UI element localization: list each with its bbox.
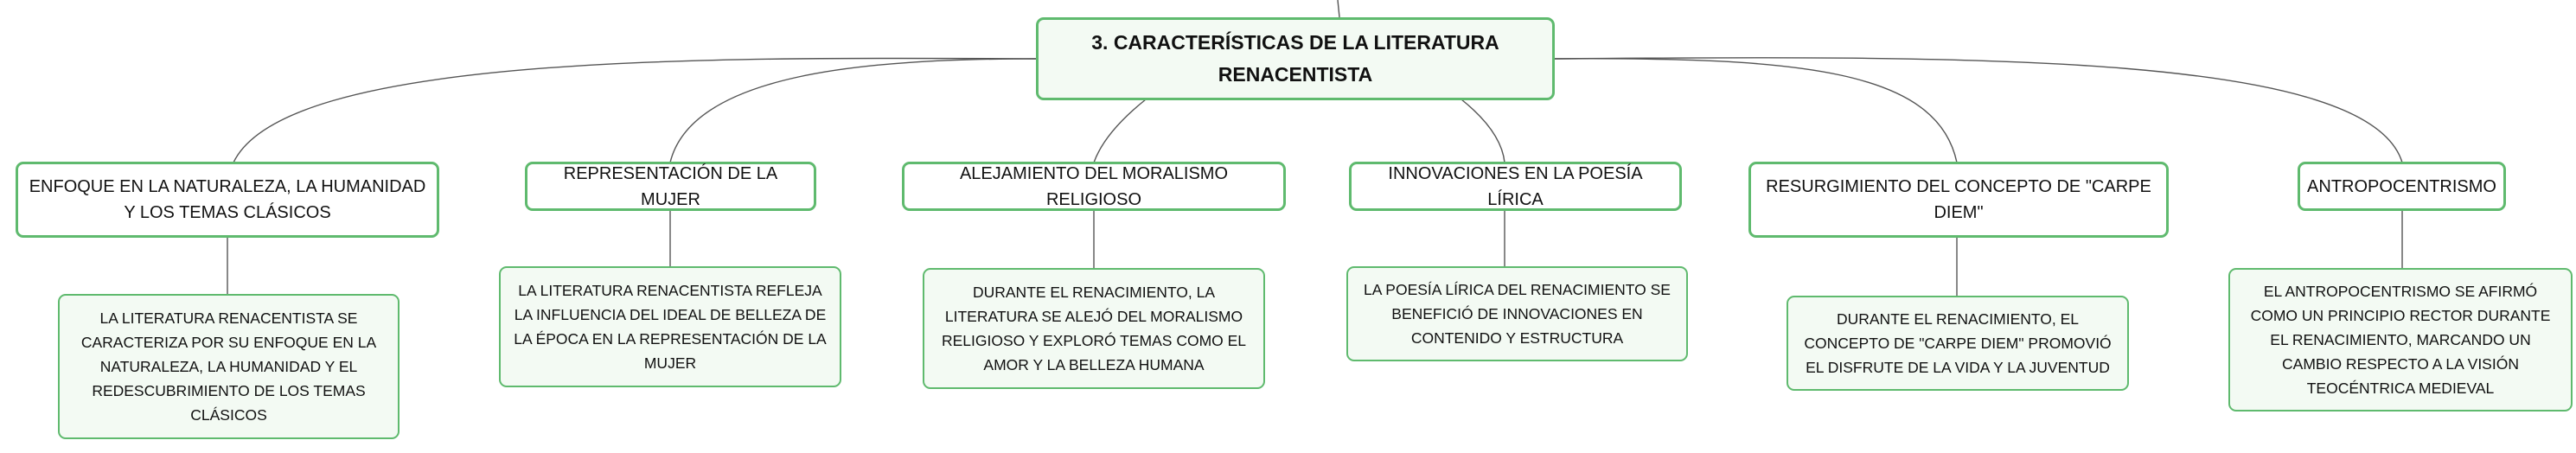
topic-node-naturaleza[interactable]: ENFOQUE EN LA NATURALEZA, LA HUMANIDAD Y… bbox=[16, 162, 439, 238]
connector-root-branch-3 bbox=[1093, 99, 1147, 163]
topic-label: REPRESENTACIÓN DE LA MUJER bbox=[563, 163, 778, 209]
detail-text: LA LITERATURA RENACENTISTA SE CARACTERIZ… bbox=[80, 309, 377, 424]
detail-node-naturaleza[interactable]: LA LITERATURA RENACENTISTA SE CARACTERIZ… bbox=[58, 294, 400, 439]
topic-node-antropocentrismo[interactable]: ANTROPOCENTRISMO bbox=[2298, 162, 2506, 211]
topic-label: ENFOQUE EN LA NATURALEZA, LA HUMANIDAD Y… bbox=[29, 177, 426, 222]
detail-text: EL ANTROPOCENTRISMO SE AFIRMÓ COMO UN PR… bbox=[2250, 283, 2551, 397]
topic-label: ALEJAMIENTO DEL MORALISMO RELIGIOSO bbox=[959, 163, 1229, 209]
topic-node-carpe-diem[interactable]: RESURGIMIENTO DEL CONCEPTO DE "CARPE DIE… bbox=[1748, 162, 2169, 238]
root-title: 3. CARACTERÍSTICAS DE LA LITERATURA RENA… bbox=[1091, 31, 1499, 86]
connector-root-branch-2 bbox=[669, 58, 1037, 163]
detail-node-mujer[interactable]: LA LITERATURA RENACENTISTA REFLEJA LA IN… bbox=[499, 266, 841, 387]
root-node[interactable]: 3. CARACTERÍSTICAS DE LA LITERATURA RENA… bbox=[1036, 17, 1555, 100]
detail-text: LA LITERATURA RENACENTISTA REFLEJA LA IN… bbox=[514, 282, 827, 372]
detail-node-carpe-diem[interactable]: DURANTE EL RENACIMIENTO, EL CONCEPTO DE … bbox=[1787, 296, 2129, 391]
connector-root-branch-5 bbox=[1554, 58, 1958, 163]
connector-root-branch-4 bbox=[1461, 99, 1505, 163]
parent-connector bbox=[1337, 0, 1340, 18]
topic-node-poesia[interactable]: INNOVACIONES EN LA POESÍA LÍRICA bbox=[1349, 162, 1682, 211]
detail-node-antropocentrismo[interactable]: EL ANTROPOCENTRISMO SE AFIRMÓ COMO UN PR… bbox=[2228, 268, 2573, 412]
topic-node-mujer[interactable]: REPRESENTACIÓN DE LA MUJER bbox=[525, 162, 816, 211]
connector-root-branch-6 bbox=[1554, 57, 2403, 163]
detail-node-moralismo[interactable]: DURANTE EL RENACIMIENTO, LA LITERATURA S… bbox=[923, 268, 1265, 389]
detail-text: LA POESÍA LÍRICA DEL RENACIMIENTO SE BEN… bbox=[1364, 281, 1671, 347]
topic-label: RESURGIMIENTO DEL CONCEPTO DE "CARPE DIE… bbox=[1766, 177, 2151, 222]
detail-text: DURANTE EL RENACIMIENTO, EL CONCEPTO DE … bbox=[1804, 310, 2112, 376]
detail-text: DURANTE EL RENACIMIENTO, LA LITERATURA S… bbox=[941, 284, 1247, 373]
topic-node-moralismo[interactable]: ALEJAMIENTO DEL MORALISMO RELIGIOSO bbox=[902, 162, 1286, 211]
topic-label: INNOVACIONES EN LA POESÍA LÍRICA bbox=[1388, 163, 1643, 209]
topic-label: ANTROPOCENTRISMO bbox=[2307, 176, 2496, 196]
connector-root-branch-1 bbox=[233, 57, 1037, 163]
detail-node-poesia[interactable]: LA POESÍA LÍRICA DEL RENACIMIENTO SE BEN… bbox=[1346, 266, 1688, 361]
